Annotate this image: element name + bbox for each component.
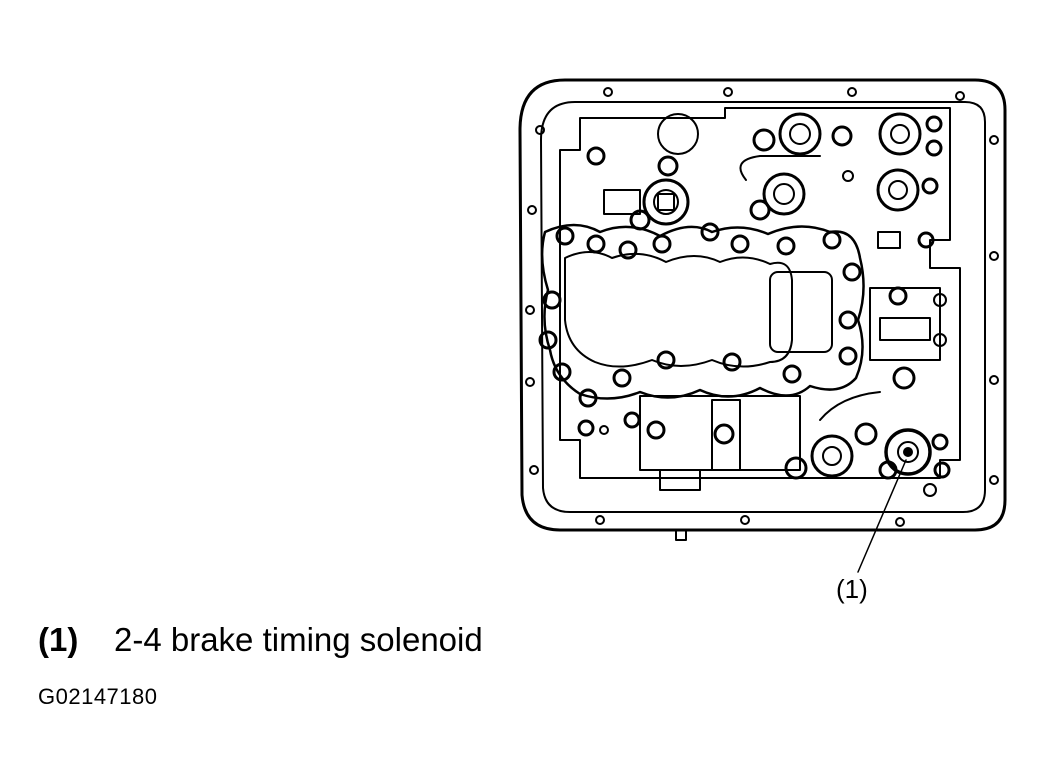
- callout-leader-line: [857, 459, 907, 573]
- solenoid-top-center: [739, 112, 854, 221]
- bottom-solenoids: [784, 391, 951, 497]
- brake-timing-solenoid: [884, 428, 932, 476]
- pan-flange-inner: [540, 101, 986, 513]
- solenoid-top-left: [586, 146, 690, 231]
- callout-label: (1): [836, 574, 868, 604]
- solenoid-top-right: [876, 112, 943, 249]
- gasket-bolts: [538, 222, 862, 408]
- drain-stub: [675, 529, 687, 541]
- figure-id: G02147180: [38, 684, 158, 709]
- legend-text: 2-4 brake timing solenoid: [114, 621, 483, 658]
- pan-flange-outer: [518, 78, 1007, 532]
- upper-valve-body: [559, 107, 961, 479]
- gasket-outline: [540, 223, 865, 400]
- gasket-window: [769, 271, 833, 353]
- flange-bolt-holes: [525, 87, 999, 527]
- round-port: [657, 113, 699, 155]
- legend: (1) 2-4 brake timing solenoid: [38, 620, 483, 660]
- lower-valve-body: [577, 366, 916, 491]
- legend-number: (1): [38, 621, 79, 658]
- gasket-cutout: [564, 251, 793, 368]
- right-valve-body: [869, 286, 947, 361]
